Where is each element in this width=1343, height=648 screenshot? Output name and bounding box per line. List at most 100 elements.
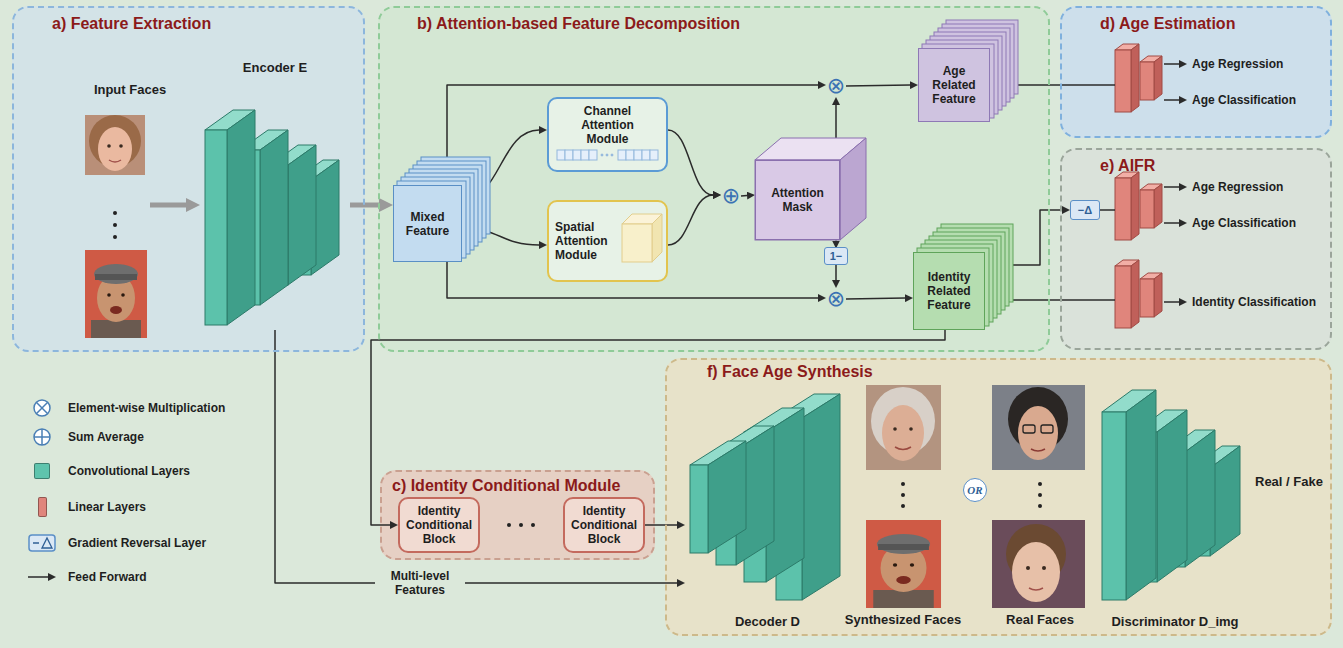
node-text: Decoder D xyxy=(735,614,800,630)
connector xyxy=(741,195,747,197)
legend-icon xyxy=(29,535,55,551)
node-text: Attention Mask xyxy=(758,186,837,214)
legend-text: Gradient Reversal Layer xyxy=(68,535,206,551)
real-face xyxy=(992,520,1085,608)
real-face xyxy=(992,385,1085,470)
feed-line xyxy=(1164,222,1179,224)
input-face xyxy=(110,306,122,314)
mask-cube xyxy=(755,160,840,240)
input-face xyxy=(107,293,111,297)
real-face xyxy=(1041,425,1053,433)
synthesized-face xyxy=(878,544,929,550)
input-arrow xyxy=(150,205,186,206)
synthesized-face xyxy=(866,520,941,608)
feed-line xyxy=(1164,63,1179,65)
synthesized-face xyxy=(909,427,913,431)
label-text: Input Faces xyxy=(94,82,166,98)
node-text: ⊗ xyxy=(827,289,845,309)
connector xyxy=(846,84,910,86)
feature-map: Identity Related Feature xyxy=(913,252,985,330)
panel: e) AIFR−Δ xyxy=(1060,148,1332,350)
ellipsis-dots xyxy=(1038,482,1042,486)
linear-layers xyxy=(1115,172,1162,240)
real-face xyxy=(1029,588,1043,590)
real-face xyxy=(1018,406,1058,460)
decoder-layers xyxy=(708,441,746,553)
attention-mask: Attention Mask xyxy=(755,160,840,240)
discriminator-layers xyxy=(1102,390,1240,600)
panel: f) Face Age SynthesisDecoder DORDiscrimi… xyxy=(665,358,1332,636)
node-text: Discriminator D_img xyxy=(1111,614,1238,630)
feature-stack xyxy=(917,224,1013,326)
panel: d) Age Estimation xyxy=(1060,6,1332,138)
node-text: Channel Attention Module xyxy=(569,104,646,146)
synthesized-face xyxy=(896,576,911,584)
linear-layers xyxy=(1140,62,1154,100)
feed-line xyxy=(1100,209,1115,211)
synthesized-face xyxy=(873,590,934,608)
feed-line xyxy=(1060,64,1179,302)
connector xyxy=(835,265,837,280)
linear-layers xyxy=(1115,178,1131,240)
ellipsis-dots xyxy=(113,235,117,239)
decoder-layers xyxy=(802,394,840,600)
legend-icon xyxy=(28,576,48,578)
panel-heading: a) Feature Extraction xyxy=(52,15,211,33)
synthesized-face xyxy=(866,385,941,470)
panel-fill xyxy=(665,358,1332,636)
synthesized-face xyxy=(877,534,930,554)
input-face xyxy=(109,160,121,162)
legend-icon xyxy=(34,400,50,416)
input-face xyxy=(107,144,111,148)
legend-icon xyxy=(36,402,47,413)
feed-line xyxy=(1060,299,1115,301)
encoder: Encoder E xyxy=(200,60,350,330)
legend-icon xyxy=(42,538,52,548)
linear-layers xyxy=(1154,184,1162,228)
input-face xyxy=(85,115,147,338)
feed-line xyxy=(1164,186,1179,188)
panel-heading: e) AIFR xyxy=(1100,157,1155,175)
encoder-layers xyxy=(260,130,288,305)
operator: ⊗ xyxy=(826,75,846,97)
legend-icon xyxy=(41,429,43,445)
connector xyxy=(668,130,713,195)
or-circle: OR xyxy=(963,478,987,502)
real-face xyxy=(1042,566,1046,570)
panel: b) Attention-based Feature Decomposition… xyxy=(378,6,1050,352)
linear-layers xyxy=(1131,172,1139,240)
real-face xyxy=(1023,425,1035,433)
feature-map: Age Related Feature xyxy=(918,48,990,122)
node-text: 1− xyxy=(830,250,843,263)
label-text: Age Classification xyxy=(1192,92,1296,108)
node-text: OR xyxy=(967,484,982,496)
node-text: Identity Conditional Block xyxy=(568,504,640,546)
ellipsis-dots xyxy=(507,523,511,527)
linear-layers xyxy=(1154,56,1162,100)
panel-fill xyxy=(1060,6,1332,138)
ellipsis-dots xyxy=(901,482,905,486)
real-face xyxy=(992,520,1085,608)
discriminator-layers xyxy=(1102,412,1126,600)
node-text: Encoder E xyxy=(243,60,307,76)
label-text: Age Regression xyxy=(1192,179,1283,195)
ellipsis-dots xyxy=(1038,493,1042,497)
synthesized-face xyxy=(893,427,897,431)
legend-text: Sum Average xyxy=(68,429,144,445)
encoder-layers xyxy=(205,110,339,325)
input-face xyxy=(85,115,145,175)
ellipsis-dots xyxy=(519,523,523,527)
encoder-layers xyxy=(227,110,255,325)
label-text: Age Classification xyxy=(1192,215,1296,231)
operator: ⊕ xyxy=(721,185,741,207)
synthesized-face xyxy=(866,385,941,470)
operator: ⊗ xyxy=(826,288,846,310)
panel: a) Feature ExtractionEncoder E xyxy=(12,6,365,352)
synthesized-face xyxy=(910,563,914,567)
input-face xyxy=(85,250,147,338)
edge-label: Multi-level Features xyxy=(375,568,465,598)
legend-text: Feed Forward xyxy=(68,569,147,585)
ellipsis-dots xyxy=(113,211,117,215)
